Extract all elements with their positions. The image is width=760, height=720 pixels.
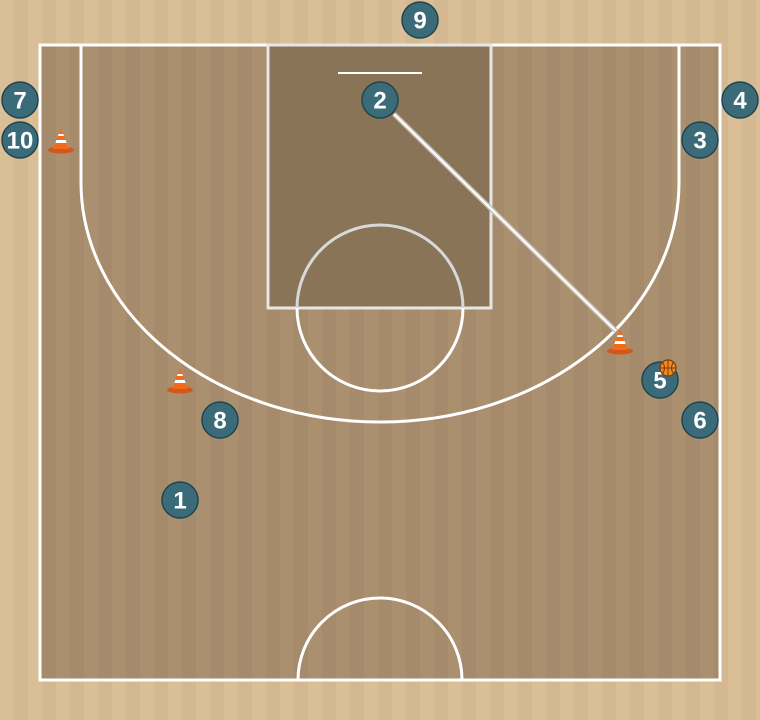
player-marker bbox=[361, 81, 399, 119]
player-number: 1 bbox=[173, 488, 186, 515]
cone-right-wing-icon bbox=[607, 329, 633, 355]
player-1[interactable]: 1 bbox=[161, 481, 199, 519]
free-throw-circle-top bbox=[295, 223, 465, 309]
player-number: 7 bbox=[13, 88, 26, 115]
player-marker bbox=[1, 81, 39, 119]
free-throw-circle-bottom bbox=[295, 307, 465, 393]
player-marker bbox=[721, 81, 759, 119]
ball-layer bbox=[659, 359, 677, 377]
player-2[interactable]: 2 bbox=[361, 81, 399, 119]
three-point-arc bbox=[79, 181, 681, 424]
player-number: 10 bbox=[7, 128, 34, 155]
player-4[interactable]: 4 bbox=[721, 81, 759, 119]
cones-layer bbox=[48, 128, 633, 394]
cone-left-wing-icon bbox=[167, 368, 193, 394]
player-number: 3 bbox=[693, 128, 706, 155]
player-number: 4 bbox=[733, 88, 747, 115]
player-6[interactable]: 6 bbox=[681, 401, 719, 439]
player-number: 9 bbox=[413, 8, 426, 35]
player-7[interactable]: 7 bbox=[1, 81, 39, 119]
player-number: 2 bbox=[373, 88, 386, 115]
player-marker bbox=[1, 121, 39, 159]
center-circle bbox=[296, 596, 464, 681]
player-marker bbox=[681, 121, 719, 159]
player-10[interactable]: 10 bbox=[1, 121, 39, 159]
pass-line bbox=[393, 113, 617, 332]
basketball-icon bbox=[659, 359, 677, 377]
cone-left-corner-icon bbox=[48, 128, 74, 154]
player-marker bbox=[401, 1, 439, 39]
player-8[interactable]: 8 bbox=[201, 401, 239, 439]
player-marker bbox=[201, 401, 239, 439]
player-number: 6 bbox=[693, 408, 706, 435]
player-3[interactable]: 3 bbox=[681, 121, 719, 159]
court-lines bbox=[38, 43, 722, 682]
player-marker bbox=[161, 481, 199, 519]
player-9[interactable]: 9 bbox=[401, 1, 439, 39]
player-number: 8 bbox=[213, 408, 226, 435]
lane-lines bbox=[266, 43, 493, 310]
player-marker bbox=[681, 401, 719, 439]
actions-layer bbox=[392, 112, 618, 333]
